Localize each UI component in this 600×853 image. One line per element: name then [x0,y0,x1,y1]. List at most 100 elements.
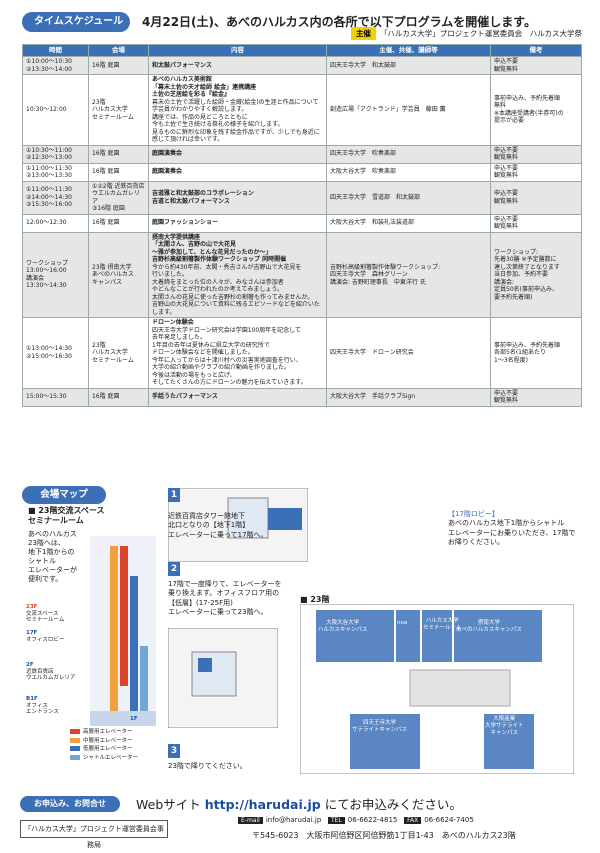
organizer-cell: 大阪大谷大学 吹奏楽部 [326,162,491,182]
organizer-cell: 大阪大谷大学 手話クラブSign [326,387,491,407]
text-line: 事前申込み、予約先着順 [494,94,561,102]
text-line: ワークショップ: [494,248,539,256]
text-line: ※本講座受講者(半券可)の [494,109,564,117]
text-line: 当日参加、予約不要 [494,271,549,278]
venue-cell: 16階 庭園 [88,144,149,164]
text-line: ～雅が参加して、とんな花見だったのか～」 [152,248,272,256]
text-line: 「太閤さん、吉野の山で大花見 [152,241,237,248]
text-line: ②14:00～14:30 [26,193,72,201]
low-elevator-shaft [130,576,138,716]
room-label: 摂南大学あべのハルカスキャンパス [456,620,522,634]
text-line: 提示が必要 [494,117,525,125]
organizer-cell: 大阪大谷大学 和装礼法装道部 [326,213,491,233]
text-line: 北口となりの【地下1階】 [168,521,250,530]
column-header: 時間 [22,44,89,57]
text-line: ③16階 庭園 [92,205,125,212]
room-seminar [422,610,452,662]
text-line: ハルカス大学 [425,618,459,624]
building-elevator-diagram [90,536,156,726]
legend-swatch [70,746,80,752]
venue-cell: 16階 庭園 [88,213,149,233]
text-line: キャンパス [92,278,123,286]
text-line: ①10:30～11:00 [26,146,72,154]
content-cell: 庭園演奏会 [148,144,327,164]
text-line: 太閤さんの花見に使った吉野杉の割箸も作ってみませんか。 [152,293,314,301]
room-noa [396,610,420,662]
text-line: セミナールーム [92,113,134,121]
text-line: ①②2階 近鉄百貨店 [92,182,145,190]
text-line: 1年目の去年は夏休みに県立大学の研究所で [152,341,270,349]
organizer-cell: 吉野杉高級割箸製作体験ワークショップ:四天王寺大学 森林グリーン講演会: 吉野町… [326,231,491,318]
text-line: 「幕末土佐の天才絵師 絵金」連携講座 [152,83,257,91]
lobby17-text: あべのハルカス地下1階からシャトルエレベーターにお乗りいただき、17階でお降りく… [448,519,575,547]
text-line: 大着飾をまとった位の人々が、みなさんは参加者 [152,278,284,286]
time-cell: 15:00～15:30 [22,387,89,407]
text-line: ②13:30～14:00 [26,65,72,73]
text-line: 近鉄百貨店 [26,668,54,675]
text-line: ①11:00～11:30 [26,164,72,172]
note-cell: 申込不要観覧無料 [490,144,582,164]
room-label: 四天王寺大学サテライトキャンパス [352,720,407,734]
step-3-text: 23階で降りてください。 [168,762,247,771]
text-line: 吉道と和太鼓パフォーマンス [152,197,230,205]
note-cell: 申込不要観覧無料 [490,387,582,407]
schedule-header: タイムスケジュール 4月22日(土)、あべのハルカス内の各所で以下プログラムを開… [22,12,582,34]
text-line: 感じて頂ければ幸いです。 [152,136,224,143]
web-url-link[interactable]: http://harudai.jp [204,797,321,812]
step-2-badge: 2 [168,562,180,576]
text-line: 交流スペース [26,610,59,617]
web-label: Webサイト [136,797,201,812]
high-elevator-shaft [120,546,128,686]
content-cell: 庭園演奏会 [148,162,327,182]
text-line: ハルカスキャンパス [318,626,368,633]
text-line: 講演会: [494,278,515,286]
venue-cell: 23階 摂南大学あべのハルカスキャンパス [88,231,149,318]
email-link[interactable]: info@harudai.jp [265,816,322,824]
text-line: 四天王寺大学 和太鼓部 [330,61,397,69]
room-otani [316,610,394,662]
text-line: キャンパス [490,729,519,736]
text-line: 吉道雅と和太鼓部のコラボレーション [152,190,254,197]
text-line: 講演会: 吉野町理事長 中東洋行 氏 [330,278,426,286]
room-label: noa [397,620,407,627]
venue-cell: 16階 庭園 [88,56,149,75]
text-line: オフィス [26,702,48,709]
text-line: 和太鼓パフォーマンス [152,61,212,69]
text-line: 吉野杉高級割箸製作体験ワークショップ 同時開催 [152,256,287,263]
text-line: noa [397,620,408,626]
address: 〒545-6023 大阪市阿倍野区阿倍野筋1丁目1-43 あべのハルカス23階 [252,831,516,840]
text-line: 摂南大学 [477,620,500,626]
text-line: 申込不要 [494,389,519,397]
text-line: 10:30～12:00 [26,106,67,113]
text-line: ■ 23階交流スペース [28,506,105,515]
text-line: ②15:00～16:30 [26,352,72,360]
text-line: 便利です。 [28,575,63,584]
legend-swatch [70,737,80,743]
legend-item: 中層用エレベーター [70,737,138,746]
content-cell: 吉道雅と和太鼓部のコラボレーション吉道と和太鼓パフォーマンス [148,180,327,215]
web-tail: にてお申込みください。 [324,797,462,812]
venue-cell: 16階 庭園 [88,162,149,182]
text-line: お降りください。 [448,538,504,547]
room-label: 大阪産業大学サテライトキャンパス [485,716,524,737]
text-line: 先着30膳 ※予定膳数に [494,256,557,263]
text-line: 創造広場「アクトランド」学芸員 藤田 薫 [330,106,446,113]
tel-value: 06-6622-4815 [347,816,398,824]
step-1-badge: 1 [168,488,180,502]
text-line: オフィスロビー [26,636,65,643]
text-line: 16階 庭園 [92,150,120,158]
text-line: 地下1階からの [28,548,75,557]
text-line: 大阪大谷大学 手話クラブSign [330,393,416,401]
legend-label: 中層用エレベーター [83,737,133,744]
